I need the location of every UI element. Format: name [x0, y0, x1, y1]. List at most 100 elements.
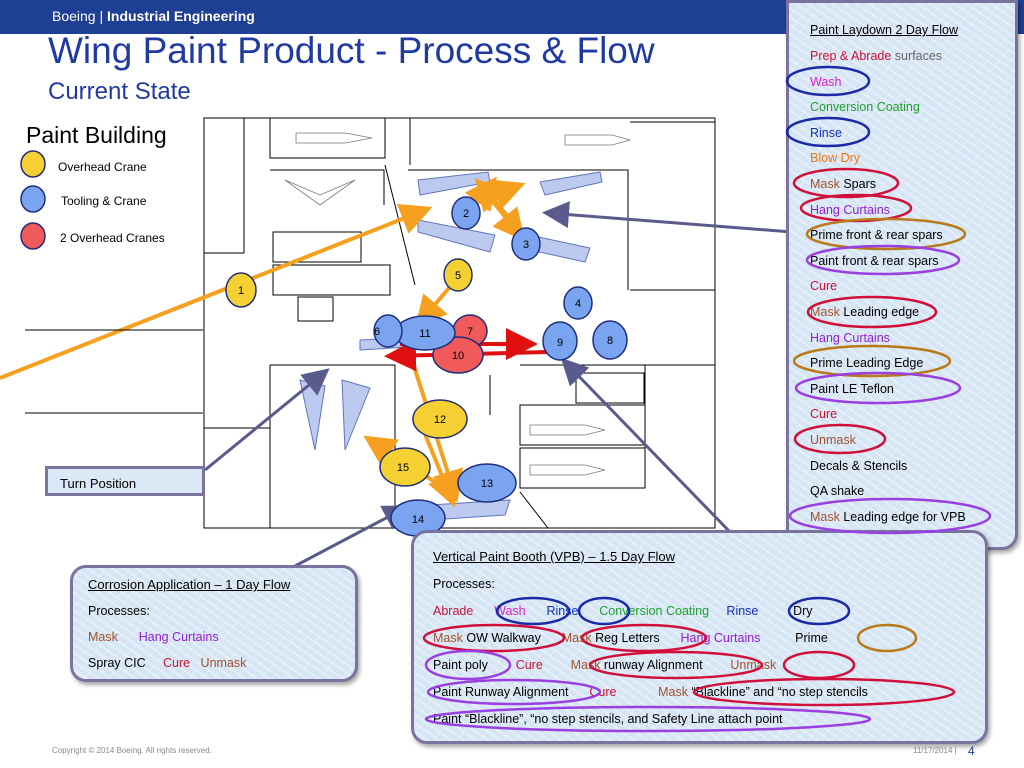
step-text: Wash — [473, 604, 526, 618]
station-6-marker — [373, 314, 403, 348]
step-text: Paint LE Teflon — [810, 381, 894, 396]
laydown-step: QA shake — [810, 483, 864, 499]
station-3-marker — [511, 227, 541, 261]
station-6-label: 6 — [374, 326, 380, 338]
step-text: Unmask — [810, 433, 856, 447]
step-text: Cure — [810, 407, 838, 422]
laydown-step: Paint front & rear spars — [810, 253, 939, 269]
step-text: Paint “Blackline”, “no step stencils, an… — [433, 712, 783, 726]
step-text: Rinse — [525, 604, 579, 618]
step-text: Mask — [616, 685, 688, 699]
step-text: Cure — [487, 658, 543, 672]
corrosion-title: Corrosion Application – 1 Day Flow — [88, 577, 291, 592]
step-text: Prep & Abrade — [810, 49, 892, 63]
vpb-step-line: Paint poly Cure Mask runway Alignment Un… — [433, 657, 776, 673]
step-text: Rinse — [709, 604, 759, 618]
copyright: Copyright © 2014 Boeing. All rights rese… — [52, 746, 212, 755]
step-text: Prime Leading Edge — [810, 356, 924, 371]
corrosion-step-line-2: Spray CIC Cure Unmask — [88, 655, 246, 671]
station-9-label: 9 — [557, 337, 563, 349]
laydown-step: Mask Spars — [810, 176, 876, 192]
step-text: Prime — [760, 631, 828, 645]
laydown-step: Prep & Abrade surfaces — [810, 48, 942, 64]
legend-overhead-crane: Overhead Crane — [58, 160, 147, 174]
page-subtitle: Current State — [48, 78, 191, 105]
stations — [225, 196, 628, 537]
step-text: Mask — [810, 177, 840, 191]
step-text: QA shake — [810, 484, 865, 499]
station-4-label: 4 — [575, 298, 581, 310]
step-text: Blow Dry — [810, 151, 861, 166]
vpb-step-line: Abrade Wash Rinse Conversion Coating Rin… — [433, 603, 813, 619]
station-2-marker — [451, 196, 481, 230]
station-2-label: 2 — [463, 208, 469, 220]
step-text: Spars — [839, 177, 877, 191]
station-1-marker — [225, 272, 257, 308]
step-text: “Blackline” and “no step stencils — [687, 685, 868, 699]
laydown-step: Hang Curtains — [810, 202, 890, 218]
step-text: Wash — [810, 74, 842, 89]
vpb-step-line: Mask OW Walkway Mask Reg Letters Hang Cu… — [433, 630, 828, 646]
station-11-label: 11 — [419, 328, 430, 340]
laydown-step: Blow Dry — [810, 150, 860, 166]
laydown-step: Decals & Stencils — [810, 458, 907, 474]
station-7-label: 7 — [467, 326, 473, 338]
step-text: Spray CIC — [88, 656, 164, 670]
step-text: Abrade — [433, 604, 474, 618]
vpb-step-line: Paint Runway Alignment Cure Mask “Blackl… — [433, 684, 868, 700]
step-text: Decals & Stencils — [810, 458, 908, 473]
step-text: Leading edge for VPB — [839, 509, 966, 524]
station-8-label: 8 — [607, 335, 613, 347]
step-text: Mask — [88, 630, 118, 644]
step-text: Hang Curtains — [810, 202, 890, 217]
station-1-label: 1 — [238, 285, 244, 297]
legend-markers — [20, 150, 46, 250]
step-text: Mask — [810, 305, 840, 319]
station-15-label: 15 — [397, 462, 409, 474]
laydown-step: Cure — [810, 278, 837, 294]
step-text: Hang Curtains — [117, 630, 219, 644]
step-text: Hang Curtains — [810, 330, 890, 345]
vpb-step-line: Paint “Blackline”, “no step stencils, an… — [433, 711, 783, 727]
laydown-step: Rinse — [810, 125, 842, 141]
step-text: Paint front & rear spars — [810, 253, 939, 268]
corrosion-step-line-1: Mask Hang Curtains — [88, 629, 219, 645]
station-13-marker — [457, 463, 517, 503]
station-4-marker — [563, 286, 593, 320]
step-text: Cure — [568, 685, 617, 699]
legend-2-overhead-cranes-marker — [20, 222, 46, 250]
laydown-step: Cure — [810, 406, 837, 422]
step-text: Reg Letters — [591, 631, 660, 645]
step-text: Rinse — [810, 125, 842, 140]
station-5-marker — [443, 258, 473, 292]
station-14-label: 14 — [412, 514, 424, 526]
step-text: runway Alignment — [600, 658, 703, 672]
step-text: OW Walkway — [462, 631, 541, 645]
step-text: Mask — [810, 509, 840, 524]
station-13-label: 13 — [481, 478, 493, 490]
step-text: Unmask — [190, 656, 247, 670]
step-text: Mask — [540, 631, 592, 645]
legend-tooling-crane: Tooling & Crane — [61, 194, 147, 208]
station-8-marker — [592, 320, 628, 360]
laydown-step: Hang Curtains — [810, 330, 890, 346]
corrosion-flow-panel — [70, 565, 358, 682]
step-text: Cure — [163, 656, 191, 670]
step-text: Prime front & rear spars — [810, 228, 943, 243]
corrosion-processes-label: Processes: — [88, 604, 150, 618]
station-12-marker — [412, 399, 468, 439]
step-text: Conversion Coating — [578, 604, 710, 618]
vpb-processes-label: Processes: — [433, 577, 495, 591]
footer-date: 11/17/2014 | — [913, 746, 957, 755]
turn-position-label: Turn Position — [45, 466, 205, 496]
brand-label: Boeing | Industrial Engineering — [52, 8, 255, 24]
step-text: Conversion Coating — [810, 100, 920, 115]
building-label: Paint Building — [26, 122, 167, 148]
laydown-title: Paint Laydown 2 Day Flow — [810, 23, 958, 37]
aircraft-outlines — [284, 132, 632, 476]
step-text: Leading edge — [839, 305, 920, 319]
laydown-step: Wash — [810, 74, 842, 90]
step-text: Mask — [542, 658, 601, 672]
legend-tooling-crane-marker — [20, 185, 46, 213]
